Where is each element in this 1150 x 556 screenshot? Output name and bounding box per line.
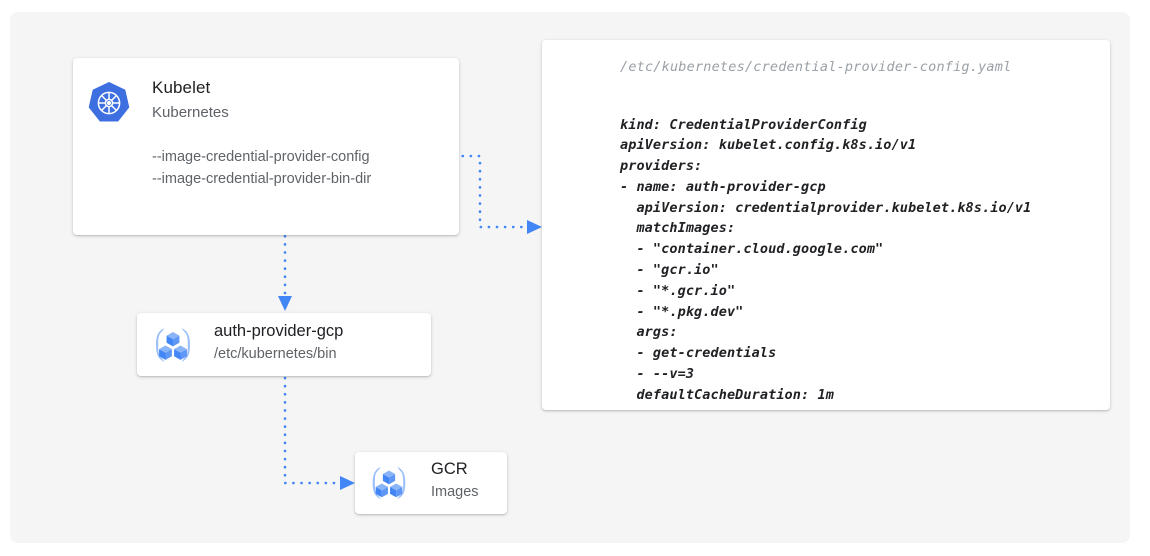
- auth-provider-subtitle: /etc/kubernetes/bin: [214, 346, 337, 362]
- gcr-title: GCR: [431, 460, 468, 478]
- credential-provider-config-card[interactable]: /etc/kubernetes/credential-provider-conf…: [542, 40, 1110, 410]
- yaml-content: kind: CredentialProviderConfig apiVersio…: [620, 116, 1032, 403]
- gcr-subtitle: Images: [431, 484, 479, 500]
- gcp-container-cubes-icon: [149, 321, 197, 369]
- kubernetes-logo-icon: [85, 79, 133, 127]
- auth-provider-title: auth-provider-gcp: [214, 322, 344, 340]
- kubelet-title: Kubelet: [152, 78, 211, 97]
- kubelet-flag-image-credential-provider-config: --image-credential-provider-config: [152, 149, 370, 165]
- gcr-card[interactable]: GCR Images: [355, 452, 507, 514]
- gcp-container-cubes-icon: [366, 460, 412, 506]
- kubelet-subtitle: Kubernetes: [152, 104, 229, 121]
- auth-provider-gcp-card[interactable]: auth-provider-gcp /etc/kubernetes/bin: [137, 313, 431, 376]
- yaml-file-path: /etc/kubernetes/credential-provider-conf…: [620, 59, 1012, 75]
- kubelet-flag-image-credential-provider-bin-dir: --image-credential-provider-bin-dir: [152, 171, 372, 187]
- kubelet-card[interactable]: Kubelet Kubernetes --image-credential-pr…: [73, 58, 459, 235]
